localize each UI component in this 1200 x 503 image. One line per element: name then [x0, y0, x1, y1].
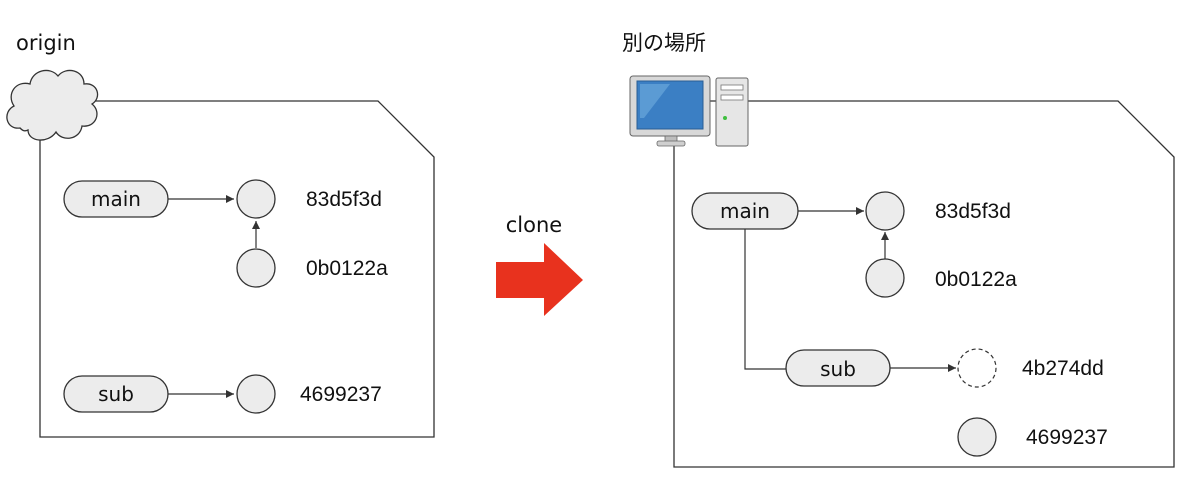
origin-title: origin: [16, 31, 76, 55]
origin-commit-top-hash: 83d5f3d: [306, 188, 382, 211]
clone-commit-sub-new: [957, 348, 997, 388]
clone-arrow: [496, 243, 583, 316]
clone-commit-orphan: [957, 417, 997, 457]
origin-commit-sub-hash: 4699237: [300, 383, 382, 406]
clone-label: clone: [506, 213, 562, 237]
clone-commit-parent-hash: 0b0122a: [935, 268, 1017, 291]
origin-branch-main: main: [63, 180, 169, 218]
clone-commit-top-hash: 83d5f3d: [935, 200, 1011, 223]
svg-text:main: main: [91, 187, 141, 211]
clone-commit-sub-new-hash: 4b274dd: [1022, 357, 1104, 380]
svg-text:sub: sub: [820, 357, 856, 381]
clone-commit-orphan-hash: 4699237: [1026, 426, 1108, 449]
origin-commit-top: [236, 179, 276, 219]
computer-icon: [629, 75, 749, 147]
clone-location-title: 別の場所: [622, 31, 706, 55]
clone-branch-main: main: [691, 192, 799, 230]
clone-branch-sub: sub: [785, 349, 891, 387]
clone-commit-top: [865, 191, 905, 231]
svg-text:main: main: [720, 199, 770, 223]
origin-branch-sub: sub: [63, 375, 169, 413]
origin-commit-parent: [236, 248, 276, 288]
clone-commit-parent: [865, 258, 905, 298]
origin-commit-sub: [236, 374, 276, 414]
svg-text:sub: sub: [98, 382, 134, 406]
clone-repo-frame: [673, 100, 1175, 468]
origin-commit-parent-hash: 0b0122a: [306, 257, 388, 280]
cloud-icon: [6, 69, 99, 141]
clone-main-to-sub-connector: [744, 229, 786, 370]
